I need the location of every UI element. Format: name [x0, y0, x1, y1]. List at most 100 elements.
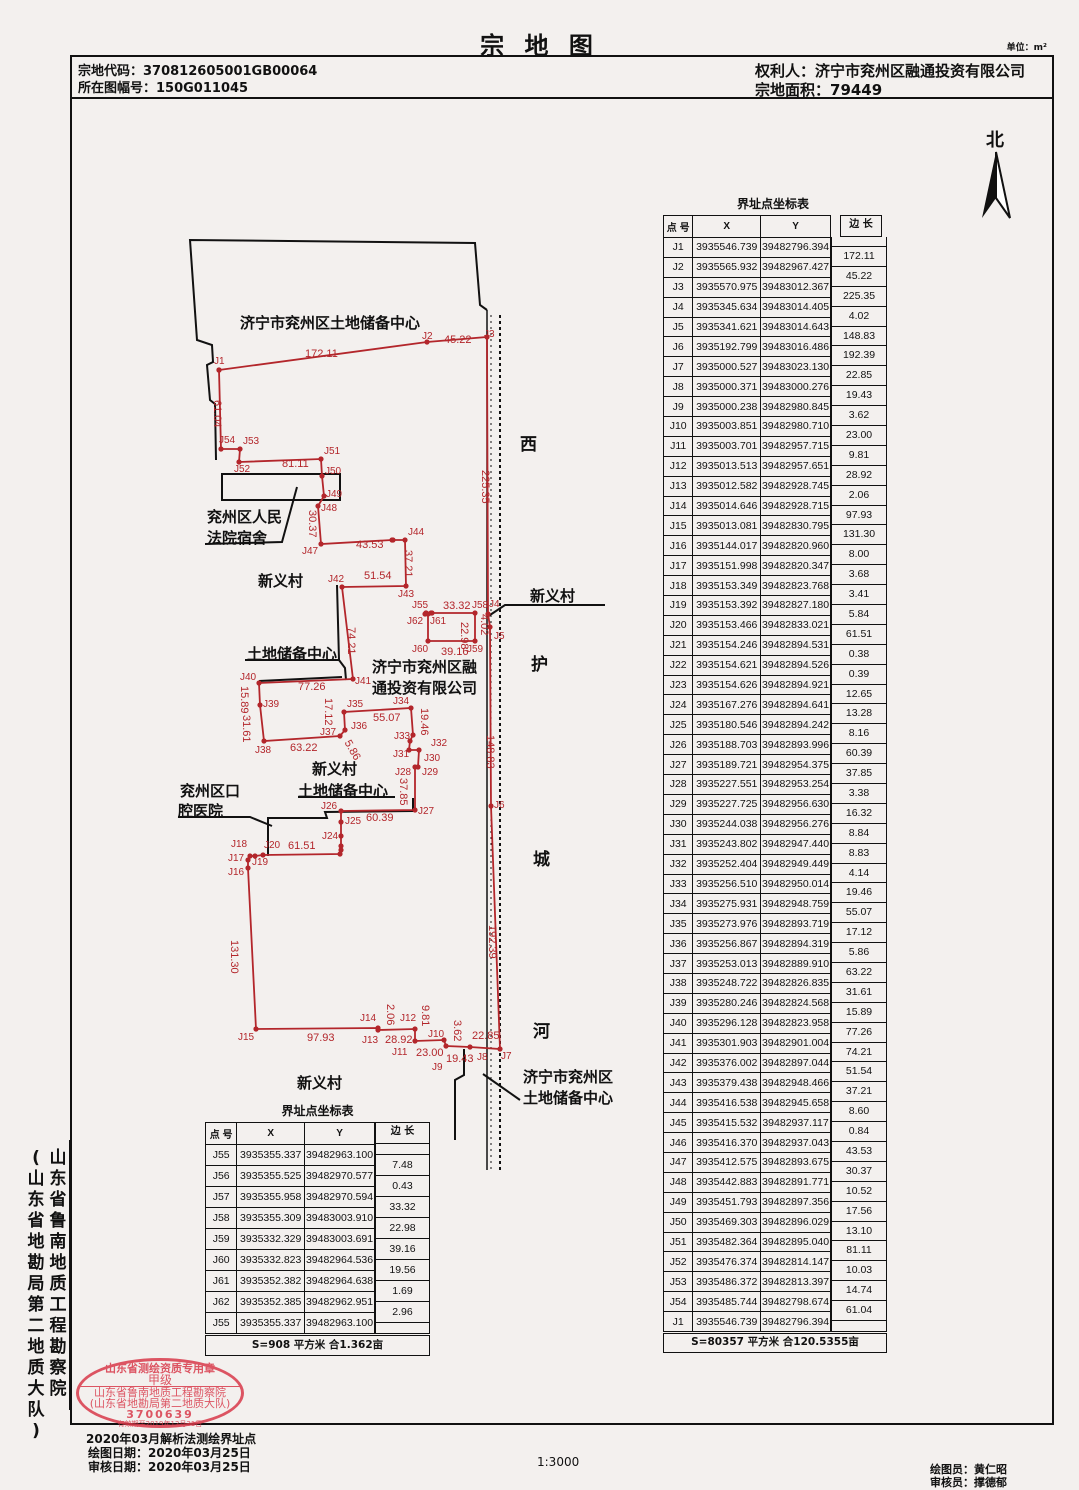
x-coord: 3935154.621 — [692, 654, 762, 676]
edge-length-label: 3.62 — [451, 1020, 463, 1042]
y-coord: 39483012.367 — [760, 276, 831, 298]
y-coord: 39482820.347 — [760, 555, 831, 577]
boundary-point-marker — [245, 865, 251, 871]
edge-length: 45.22 — [832, 267, 886, 287]
y-coord: 39482957.651 — [760, 455, 831, 477]
boundary-point-marker — [247, 853, 253, 859]
x-coord: 3935355.337 — [236, 1312, 306, 1334]
point-id: J23 — [662, 674, 694, 696]
y-coord: 39482962.951 — [304, 1291, 375, 1313]
edge-length: 7.48 — [376, 1155, 429, 1176]
boundary-point-marker — [429, 610, 435, 616]
neighbor-hospital: 兖州区口 — [180, 782, 241, 800]
x-coord: 3935000.238 — [692, 396, 762, 418]
y-coord: 39482954.375 — [760, 754, 831, 776]
edge-length: 28.92 — [832, 466, 886, 486]
y-coord: 39482963.100 — [304, 1312, 375, 1334]
edge-length: 17.12 — [832, 923, 886, 944]
y-coord: 39482895.040 — [760, 1231, 831, 1253]
y-coord: 39482947.440 — [760, 833, 831, 855]
edge-length: 8.84 — [832, 824, 886, 844]
edge-length-label: 39.16 — [441, 646, 469, 658]
edge-length-label: 97.93 — [307, 1032, 335, 1044]
neighbor-court-dorm-2: 法院宿舍 — [207, 529, 268, 547]
edge-length: 0.84 — [832, 1122, 886, 1143]
boundary-point-label: J24 — [322, 831, 339, 842]
boundary-point-marker — [403, 583, 409, 589]
edge-length: 0.39 — [832, 665, 886, 685]
y-coord: 39483016.486 — [760, 336, 831, 358]
x-coord: 3935486.372 — [692, 1271, 762, 1293]
x-coord: 3935352.382 — [236, 1270, 306, 1292]
y-coord: 39482964.638 — [304, 1270, 375, 1292]
y-coord: 39482901.004 — [760, 1032, 831, 1054]
col-point: 点 号 — [662, 215, 694, 238]
y-coord: 39482889.910 — [760, 953, 831, 974]
parcel-area: 宗地面积：79449 — [755, 81, 883, 99]
boundary-point-label: J49 — [326, 489, 343, 500]
col-edge: 边 长 — [840, 215, 882, 237]
x-coord: 3935012.582 — [692, 475, 762, 497]
edge-length-label: 61.51 — [288, 840, 316, 852]
edge-length: 10.03 — [832, 1261, 886, 1282]
point-id: J36 — [662, 933, 694, 955]
y-coord: 39482891.771 — [760, 1171, 831, 1193]
boundary-point-marker — [341, 709, 347, 715]
y-coord: 39482928.715 — [760, 495, 831, 517]
boundary-point-label: J11 — [392, 1047, 408, 1058]
stamp-line: (山东省地勘局第二地质大队) — [89, 1397, 231, 1410]
north-arrow-icon — [982, 151, 1011, 219]
edge-length: 1.69 — [376, 1281, 429, 1302]
boundary-point-label: J16 — [228, 867, 245, 878]
edge-length-label: 131.30 — [228, 940, 240, 974]
neighbor-land-reserve-1: 土地储备中心 — [247, 645, 338, 663]
edge-length: 12.65 — [832, 685, 886, 705]
x-coord: 3935280.246 — [692, 992, 762, 1014]
neighbor-village-2: 新义村 — [312, 760, 358, 778]
edge-length: 31.61 — [832, 983, 886, 1003]
edge-length-label: 63.22 — [290, 742, 318, 754]
boundary-point-marker — [443, 1043, 449, 1049]
stamp-line: 3700639 — [126, 1408, 194, 1421]
boundary-point-label: J32 — [431, 738, 448, 749]
boundary-point-marker — [472, 638, 478, 644]
boundary-point-marker — [467, 1044, 473, 1050]
y-coord: 39482796.394 — [760, 1311, 831, 1332]
x-coord: 3935153.392 — [692, 595, 762, 616]
inner-table-summary: S=908 平方米 合1.362亩 — [205, 1335, 430, 1356]
river-label: 护 — [531, 655, 548, 675]
boundary-point-marker — [256, 680, 262, 686]
x-coord: 3935451.793 — [692, 1191, 762, 1213]
x-coord: 3935415.532 — [692, 1112, 762, 1134]
y-coord: 39482948.466 — [760, 1072, 831, 1094]
boundary-point-label: J39 — [263, 699, 280, 710]
x-coord: 3935248.722 — [692, 972, 762, 994]
boundary-point-marker — [218, 446, 224, 452]
x-coord: 3935546.739 — [692, 1311, 762, 1332]
edge-length: 19.56 — [376, 1260, 429, 1281]
boundary-point-marker — [412, 807, 418, 813]
x-coord: 3935252.404 — [692, 853, 762, 875]
y-coord: 39482833.021 — [760, 614, 831, 636]
x-coord: 3935376.002 — [692, 1052, 762, 1074]
edge-length: 60.39 — [832, 744, 886, 765]
boundary-point-label: J50 — [325, 466, 342, 477]
point-id: J46 — [662, 1132, 694, 1153]
y-coord: 39482827.180 — [760, 595, 831, 616]
edge-length: 8.00 — [832, 545, 886, 566]
boundary-point-label: J13 — [362, 1035, 379, 1046]
side-divider — [69, 1140, 71, 1410]
